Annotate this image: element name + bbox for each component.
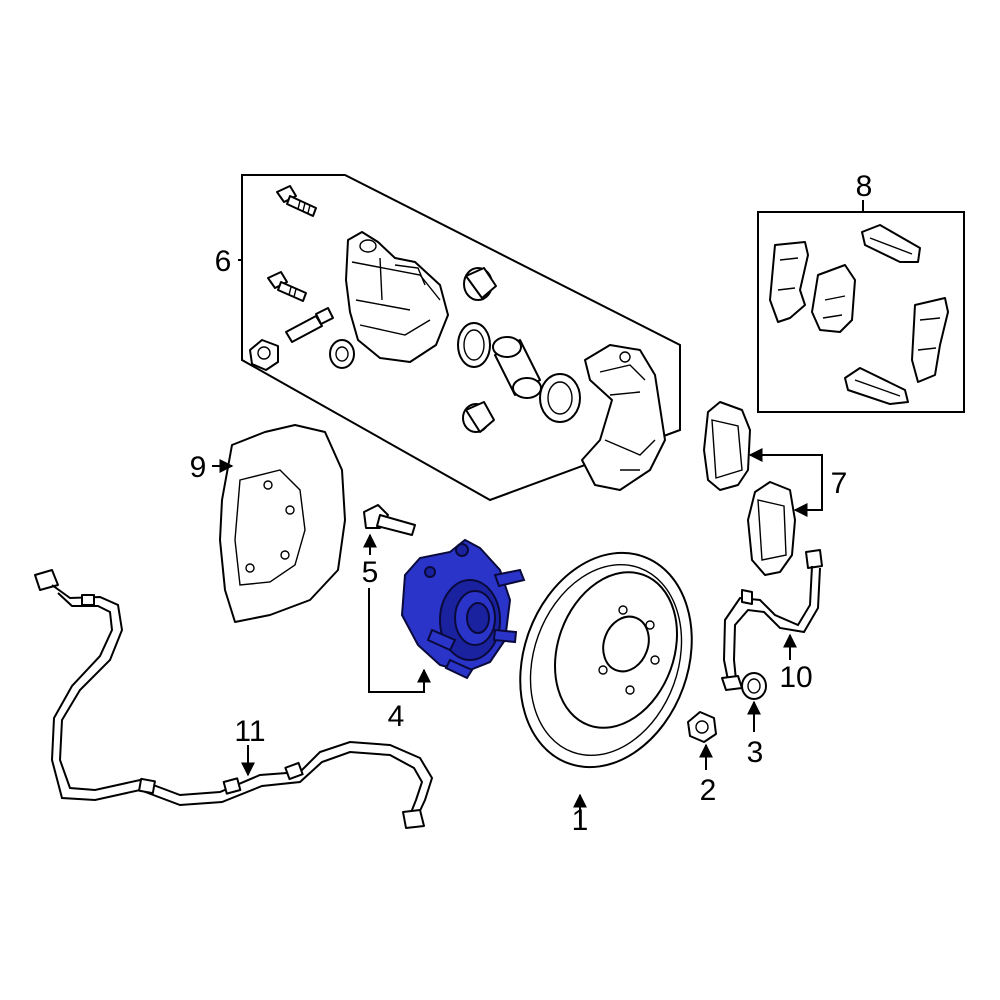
callout-2: 2 xyxy=(700,774,717,807)
brake-pad-outer[interactable] xyxy=(703,401,751,491)
caliper-housing[interactable] xyxy=(345,231,449,363)
piston-boot[interactable] xyxy=(539,373,581,423)
leader-4 xyxy=(368,588,424,693)
pad-shim-1[interactable] xyxy=(769,241,809,323)
callout-3: 3 xyxy=(747,736,764,769)
piston-seal[interactable] xyxy=(457,322,491,368)
callout-8: 8 xyxy=(856,170,873,203)
caliper-bolt-upper[interactable] xyxy=(276,185,317,217)
guide-pin-boot-upper[interactable] xyxy=(463,267,497,301)
leader-lines xyxy=(212,200,864,825)
callouts: 1 2 3 4 5 6 7 8 9 10 11 xyxy=(190,170,873,837)
callout-5: 5 xyxy=(362,556,379,589)
brake-hose-washer[interactable] xyxy=(741,672,767,700)
caliper-bolt-lower[interactable] xyxy=(267,271,307,302)
wheel-hub-assembly[interactable] xyxy=(400,538,526,680)
pad-shim-3[interactable] xyxy=(911,297,949,383)
leader-7 xyxy=(748,448,823,480)
callout-11: 11 xyxy=(234,715,265,748)
callout-7: 7 xyxy=(831,467,848,500)
abutment-clip-lower[interactable] xyxy=(844,367,909,405)
brake-pad-inner[interactable] xyxy=(747,481,796,576)
pad-shim-2[interactable] xyxy=(811,264,856,333)
guide-pin-boot-lower[interactable] xyxy=(462,401,495,433)
hardware-kit-group[interactable] xyxy=(757,211,965,413)
bleeder-screw[interactable] xyxy=(285,307,334,343)
brake-hose[interactable] xyxy=(721,549,823,691)
callout-6: 6 xyxy=(215,245,232,278)
lug-nut[interactable] xyxy=(687,711,717,743)
brake-rotor[interactable] xyxy=(491,529,720,792)
caliper-washer[interactable] xyxy=(329,339,355,369)
abs-wheel-speed-sensor[interactable] xyxy=(34,569,434,829)
callout-9: 9 xyxy=(190,451,207,484)
callout-4: 4 xyxy=(388,700,405,733)
callout-1: 1 xyxy=(572,804,589,837)
bleeder-cap[interactable] xyxy=(249,339,279,371)
leader-7b xyxy=(793,480,823,517)
caliper-piston[interactable] xyxy=(492,336,542,399)
hub-bolt[interactable] xyxy=(363,504,416,536)
abutment-clip-upper[interactable] xyxy=(861,224,921,263)
caliper-bracket[interactable] xyxy=(581,344,666,491)
caliper-kit-group[interactable] xyxy=(241,174,681,502)
dust-shield[interactable] xyxy=(219,424,346,623)
callout-10: 10 xyxy=(779,661,812,694)
